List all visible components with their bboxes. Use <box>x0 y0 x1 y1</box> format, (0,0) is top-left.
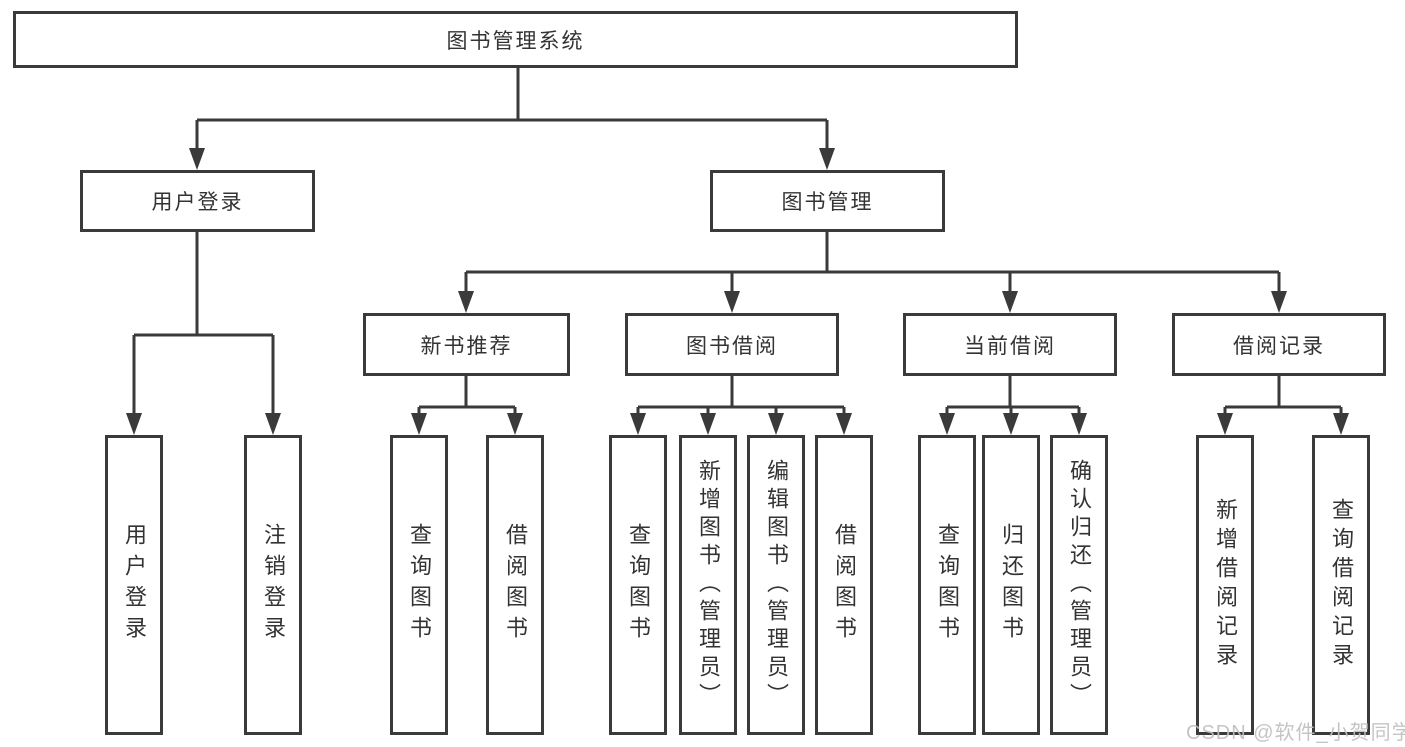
leaf-add-borrow-record: 新增借阅记录 <box>1196 435 1254 735</box>
node-book-borrowing: 图书借阅 <box>625 313 839 376</box>
node-label: 查询借阅记录 <box>1329 498 1354 672</box>
leaf-query-borrow-record: 查询借阅记录 <box>1312 435 1370 735</box>
node-borrowing-records: 借阅记录 <box>1172 313 1386 376</box>
watermark: CSDN @软件_小贺同学 <box>1186 722 1405 744</box>
leaf-add-book-admin: 新增图书（管理员） <box>679 435 737 735</box>
leaf-query-books-borrow: 查询图书 <box>609 435 667 735</box>
arrowheads <box>126 148 1349 435</box>
leaf-query-books-recommend: 查询图书 <box>390 435 448 735</box>
leaf-confirm-return-admin: 确认归还（管理员） <box>1050 435 1108 735</box>
node-library-management-system: 图书管理系统 <box>13 11 1018 68</box>
node-label: 查询图书 <box>407 523 432 647</box>
node-label: 图书借阅 <box>686 334 778 358</box>
leaf-borrow-books-recommend: 借阅图书 <box>486 435 544 735</box>
node-label: 新增图书（管理员） <box>696 459 721 711</box>
node-label: 图书管理系统 <box>446 29 585 53</box>
node-label: 归还图书 <box>999 523 1024 647</box>
leaf-logout: 注销登录 <box>244 435 302 735</box>
leaf-query-books-current: 查询图书 <box>918 435 976 735</box>
node-label: 用户登录 <box>151 191 244 214</box>
node-current-borrowing: 当前借阅 <box>903 313 1117 376</box>
leaf-edit-book-admin: 编辑图书（管理员） <box>747 435 805 735</box>
leaf-user-login: 用户登录 <box>105 435 163 735</box>
node-label: 新增借阅记录 <box>1213 498 1238 672</box>
node-book-management: 图书管理 <box>710 170 945 232</box>
node-label: 当前借阅 <box>964 334 1056 358</box>
node-user-login: 用户登录 <box>80 170 315 232</box>
node-label: 注销登录 <box>261 523 286 647</box>
node-label: 借阅图书 <box>832 523 857 647</box>
node-label: 编辑图书（管理员） <box>764 459 789 711</box>
node-label: 用户登录 <box>122 523 147 647</box>
leaf-borrow-books: 借阅图书 <box>815 435 873 735</box>
node-label: 查询图书 <box>935 523 960 647</box>
node-new-book-recommendation: 新书推荐 <box>363 313 570 376</box>
node-label: 确认归还（管理员） <box>1067 459 1092 711</box>
leaf-return-book: 归还图书 <box>982 435 1040 735</box>
node-label: 图书管理 <box>781 191 874 214</box>
node-label: 借阅图书 <box>503 523 528 647</box>
node-label: 查询图书 <box>626 523 651 647</box>
node-label: 新书推荐 <box>420 334 513 358</box>
node-label: 借阅记录 <box>1233 334 1325 358</box>
